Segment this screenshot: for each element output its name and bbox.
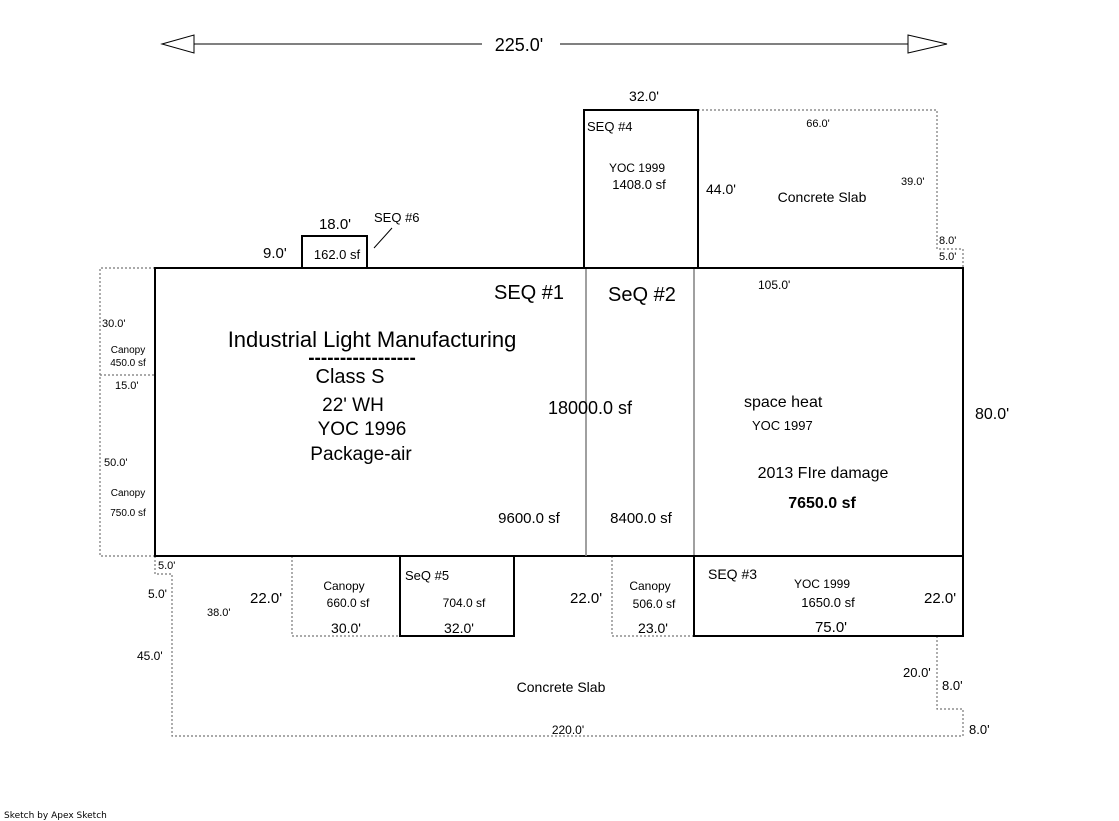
east-yoc: YOC 1997 <box>752 418 813 433</box>
bottom-slab-step-b: 5.0' <box>148 587 167 601</box>
seq3-width: 75.0' <box>815 619 847 636</box>
seq6-leader-line <box>373 227 393 249</box>
east-top-dim-label: 105.0' <box>758 278 790 292</box>
west-canopy-bottom-area: 750.0 sf <box>110 508 146 519</box>
bottom-slab-label: Concrete Slab <box>517 679 606 695</box>
south-canopy-1-outline <box>291 556 400 637</box>
bottom-slab-left-depth: 45.0' <box>137 649 163 663</box>
left-arrowhead-icon <box>160 34 195 54</box>
top-slab-label: Concrete Slab <box>778 189 867 205</box>
top-slab-outline <box>698 109 964 268</box>
sketch-credit: Sketch by Apex Sketch <box>4 811 107 821</box>
bottom-slab-step-a: 5.0' <box>158 560 175 572</box>
bottom-slab-right-step2: 8.0' <box>969 722 990 737</box>
seq4-width-label: 32.0' <box>629 88 659 104</box>
south-canopy-1-label: Canopy <box>323 579 364 593</box>
east-heat: space heat <box>744 394 823 411</box>
west-canopy-top-area: 450.0 sf <box>110 358 146 369</box>
seq3-label: SEQ #3 <box>708 566 757 582</box>
seq1-area: 9600.0 sf <box>498 510 561 527</box>
east-area: 7650.0 sf <box>788 495 856 512</box>
seq4-label: SEQ #4 <box>587 119 633 134</box>
seq3-yoc: YOC 1999 <box>794 577 850 591</box>
seq6-outline <box>301 235 368 269</box>
seq6-height-label: 9.0' <box>263 245 287 262</box>
occupancy-title: Industrial Light Manufacturing <box>228 327 517 352</box>
west-canopy-top-depth: 15.0' <box>115 380 139 392</box>
total-area: 18000.0 sf <box>548 398 633 418</box>
top-slab-step2-label: 5.0' <box>939 251 956 263</box>
east-note: 2013 FIre damage <box>758 465 889 482</box>
top-slab-height-label: 39.0' <box>901 176 925 188</box>
seq6-label: SEQ #6 <box>374 210 420 225</box>
south-canopy-1-width: 30.0' <box>331 620 361 636</box>
seq5-width: 32.0' <box>444 620 474 636</box>
wall-height: 22' WH <box>322 395 384 416</box>
building-class: Class S <box>316 366 385 388</box>
main-height-label: 80.0' <box>975 406 1009 423</box>
west-canopy-bottom-label: Canopy <box>111 488 145 499</box>
south-canopy-2-area: 506.0 sf <box>633 597 676 611</box>
seq2-label: SeQ #2 <box>608 284 676 306</box>
seq6-area: 162.0 sf <box>314 247 361 262</box>
west-canopy-top-label: Canopy <box>111 345 145 356</box>
bottom-slab-width: 220.0' <box>552 723 584 737</box>
south-canopy-2-width: 23.0' <box>638 620 668 636</box>
seq2-area: 8400.0 sf <box>610 510 673 527</box>
seq5-outline <box>399 555 515 637</box>
bottom-slab-right-depth: 20.0' <box>903 665 931 680</box>
south-canopy-1-depth: 22.0' <box>250 590 282 607</box>
seq3-depth: 22.0' <box>924 590 956 607</box>
seq4-area: 1408.0 sf <box>612 177 666 192</box>
bottom-slab-outline <box>154 556 964 737</box>
main-building-outline <box>154 267 964 557</box>
seq4-outline <box>583 109 699 269</box>
main-yoc: YOC 1996 <box>318 419 407 440</box>
south-canopy-2-label: Canopy <box>629 579 670 593</box>
overall-width-label: 225.0' <box>495 35 543 55</box>
seq3-outline <box>693 555 964 637</box>
right-arrowhead-icon <box>907 34 948 54</box>
top-slab-step1-label: 8.0' <box>939 235 956 247</box>
top-slab-width-label: 66.0' <box>806 118 830 130</box>
title-divider: ----------------- <box>308 348 416 369</box>
seq6-width-label: 18.0' <box>319 216 351 233</box>
seq4-height-label: 44.0' <box>706 181 736 197</box>
seq4-yoc: YOC 1999 <box>609 161 665 175</box>
bottom-slab-inner-depth: 38.0' <box>207 607 231 619</box>
south-canopy-1-area: 660.0 sf <box>327 596 370 610</box>
west-canopy-top-dim: 30.0' <box>102 318 126 330</box>
hvac-type: Package-air <box>310 444 412 465</box>
bottom-slab-right-step1: 8.0' <box>942 678 963 693</box>
seq3-area: 1650.0 sf <box>801 595 855 610</box>
south-canopy-2-outline <box>611 556 694 637</box>
seq5-label: SeQ #5 <box>405 568 449 583</box>
south-canopy-2-depth: 22.0' <box>570 590 602 607</box>
seq1-label: SEQ #1 <box>494 282 564 304</box>
west-canopy-bottom-dim: 50.0' <box>104 457 128 469</box>
overall-width-dimension: 225.0' <box>160 34 948 55</box>
seq5-area: 704.0 sf <box>443 596 486 610</box>
